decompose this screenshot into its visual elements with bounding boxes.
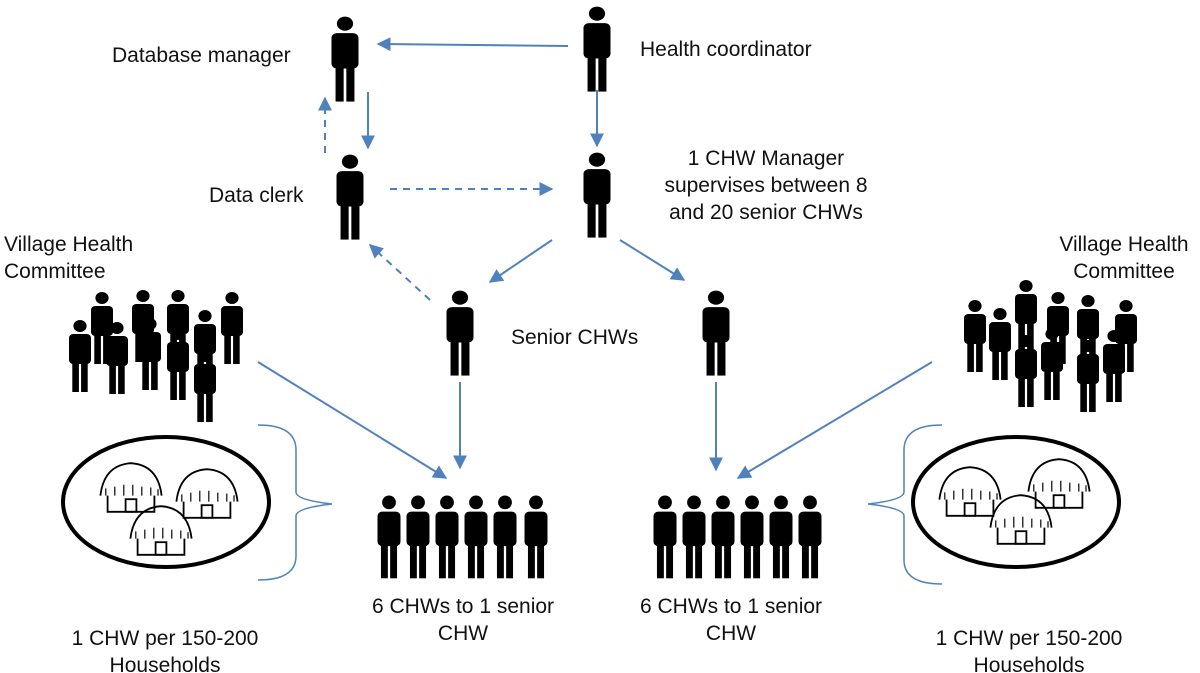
vhc-left-people-group-icon bbox=[69, 290, 243, 422]
bracket-right bbox=[867, 424, 943, 585]
database-manager-label: Database manager bbox=[112, 44, 291, 67]
arrow-manager-to-senior-right bbox=[619, 239, 686, 281]
ratio-right-label: 6 CHWs to 1 senior CHW bbox=[639, 595, 823, 645]
health-coordinator-person-icon bbox=[583, 6, 611, 92]
arrow-vhc-right-to-chw-group bbox=[736, 361, 933, 479]
data-clerk-label: Data clerk bbox=[209, 184, 304, 207]
households-left-label: 1 CHW per 150-200 Households bbox=[71, 627, 259, 673]
vhc-right-people-group-icon bbox=[964, 280, 1137, 412]
arrow-manager-to-senior-left bbox=[488, 239, 553, 283]
village-health-committee-left-label: Village Health Committee bbox=[4, 233, 134, 283]
village-right-thatched-hut-icon bbox=[911, 435, 1121, 569]
database-manager-person-icon bbox=[331, 16, 359, 102]
dashed-arrow-senior-to-clerk bbox=[368, 244, 431, 301]
health-coordinator-label: Health coordinator bbox=[640, 38, 812, 61]
data-clerk-person-icon bbox=[336, 154, 364, 240]
senior-chw-left-person-icon bbox=[446, 290, 474, 376]
chw-group-right-people-group-icon bbox=[653, 495, 822, 579]
village-left-thatched-hut-icon bbox=[61, 435, 271, 569]
chw-manager-person-icon bbox=[583, 152, 611, 238]
households-right-label: 1 CHW per 150-200 Households bbox=[935, 627, 1123, 673]
bracket-left bbox=[257, 424, 333, 581]
chw-group-left-people-group-icon bbox=[377, 495, 548, 579]
village-health-committee-right-label: Village Health Committee bbox=[1059, 233, 1189, 283]
ratio-left-label: 6 CHWs to 1 senior CHW bbox=[371, 595, 555, 645]
chw-manager-label: 1 CHW Manager supervises between 8 and 2… bbox=[664, 147, 868, 224]
arrow-vhc-left-to-chw-group bbox=[257, 361, 448, 479]
arrow-coordinator-to-database-manager bbox=[376, 37, 569, 52]
senior-chws-label: Senior CHWs bbox=[511, 326, 639, 349]
senior-chw-right-person-icon bbox=[702, 290, 730, 376]
